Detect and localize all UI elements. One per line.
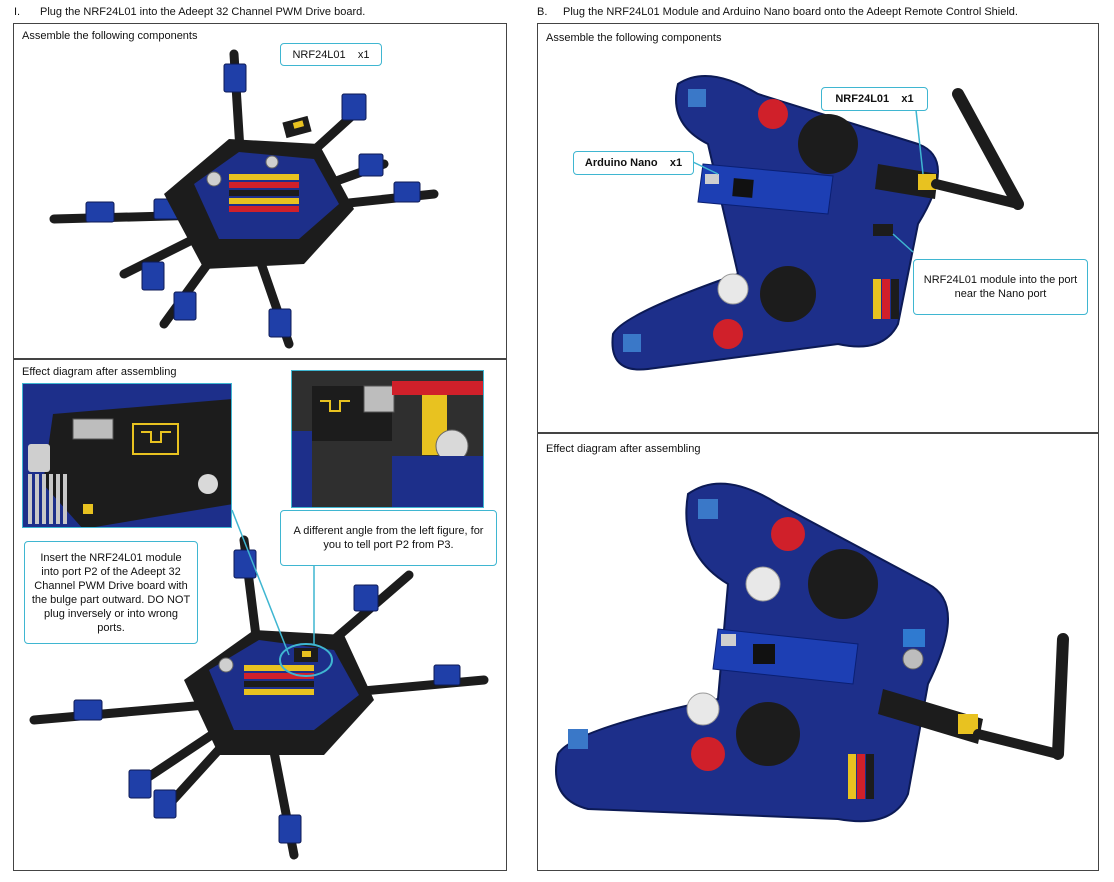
left-heading-number: I. [14,6,21,18]
closeup-inset-right [291,370,484,508]
right-port-callout: NRF24L01 module into the port near the N… [913,259,1088,315]
right-effect-panel: Effect diagram after assembling [537,433,1099,871]
left-nrf-callout: NRF24L01 x1 [280,43,382,66]
left-assemble-title: Assemble the following components [22,30,198,42]
left-assemble-panel: Assemble the following components [13,23,507,359]
right-nano-callout: Arduino Nano x1 [573,151,694,175]
closeup-inset-left [22,383,232,528]
remote-shield-illustration [611,75,1024,371]
left-heading: I. Plug the NRF24L01 into the Adeept 32 C… [14,6,365,18]
left-effect-title: Effect diagram after assembling [22,366,177,378]
left-heading-text: Plug the NRF24L01 into the Adeept 32 Cha… [40,6,366,18]
right-heading-number: B. [537,6,548,18]
spider-robot-illustration [49,49,439,349]
left-effect-panel: Effect diagram after assembling [13,359,507,871]
right-effect-title: Effect diagram after assembling [546,443,701,455]
right-nrf-callout: NRF24L01 x1 [821,87,928,111]
left-insert-callout: Insert the NRF24L01 module into port P2 … [24,541,198,644]
spider-robot-assembled [29,509,489,860]
left-angle-callout: A different angle from the left figure, … [280,510,497,566]
remote-shield-assembled [555,482,1069,823]
right-heading: B. Plug the NRF24L01 Module and Arduino N… [537,6,1018,18]
right-heading-text: Plug the NRF24L01 Module and Arduino Nan… [563,6,1018,18]
right-assemble-panel: Assemble the following components N [537,23,1099,433]
right-assemble-title: Assemble the following components [546,32,722,44]
